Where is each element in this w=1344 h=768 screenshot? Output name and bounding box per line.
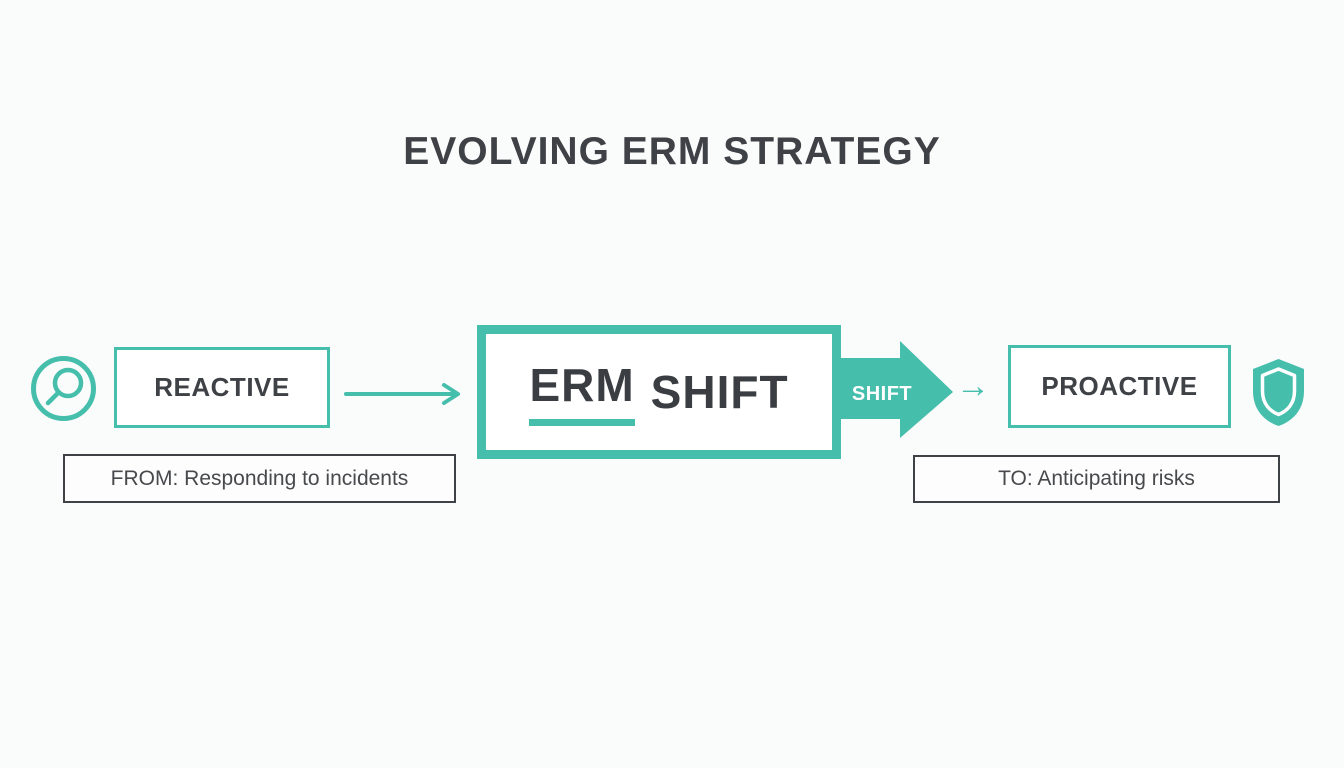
page-title: EVOLVING ERM STRATEGY: [403, 130, 941, 173]
reactive-label: REACTIVE: [154, 372, 290, 402]
erm-shift-box: ERM SHIFT: [477, 325, 841, 459]
to-caption-label: TO: Anticipating risks: [998, 467, 1195, 490]
shift-word: SHIFT: [650, 366, 789, 418]
arrow-right-line-icon: [344, 382, 466, 411]
shield-icon: [1250, 357, 1307, 433]
to-caption-box: TO: Anticipating risks: [913, 455, 1280, 503]
proactive-label: PROACTIVE: [1041, 371, 1198, 401]
reactive-box: REACTIVE: [114, 347, 330, 428]
from-caption-label: FROM: Responding to incidents: [110, 466, 409, 490]
shift-block-arrow-icon: [836, 338, 957, 450]
small-arrow-icon: →: [956, 367, 990, 405]
shift-arrow-label: SHIFT: [851, 383, 913, 405]
proactive-box: PROACTIVE: [1008, 345, 1231, 428]
from-caption-box: FROM: Responding to incidents: [63, 454, 456, 503]
erm-word-underlined: ERM: [529, 358, 635, 426]
magnifier-icon: [30, 355, 97, 427]
